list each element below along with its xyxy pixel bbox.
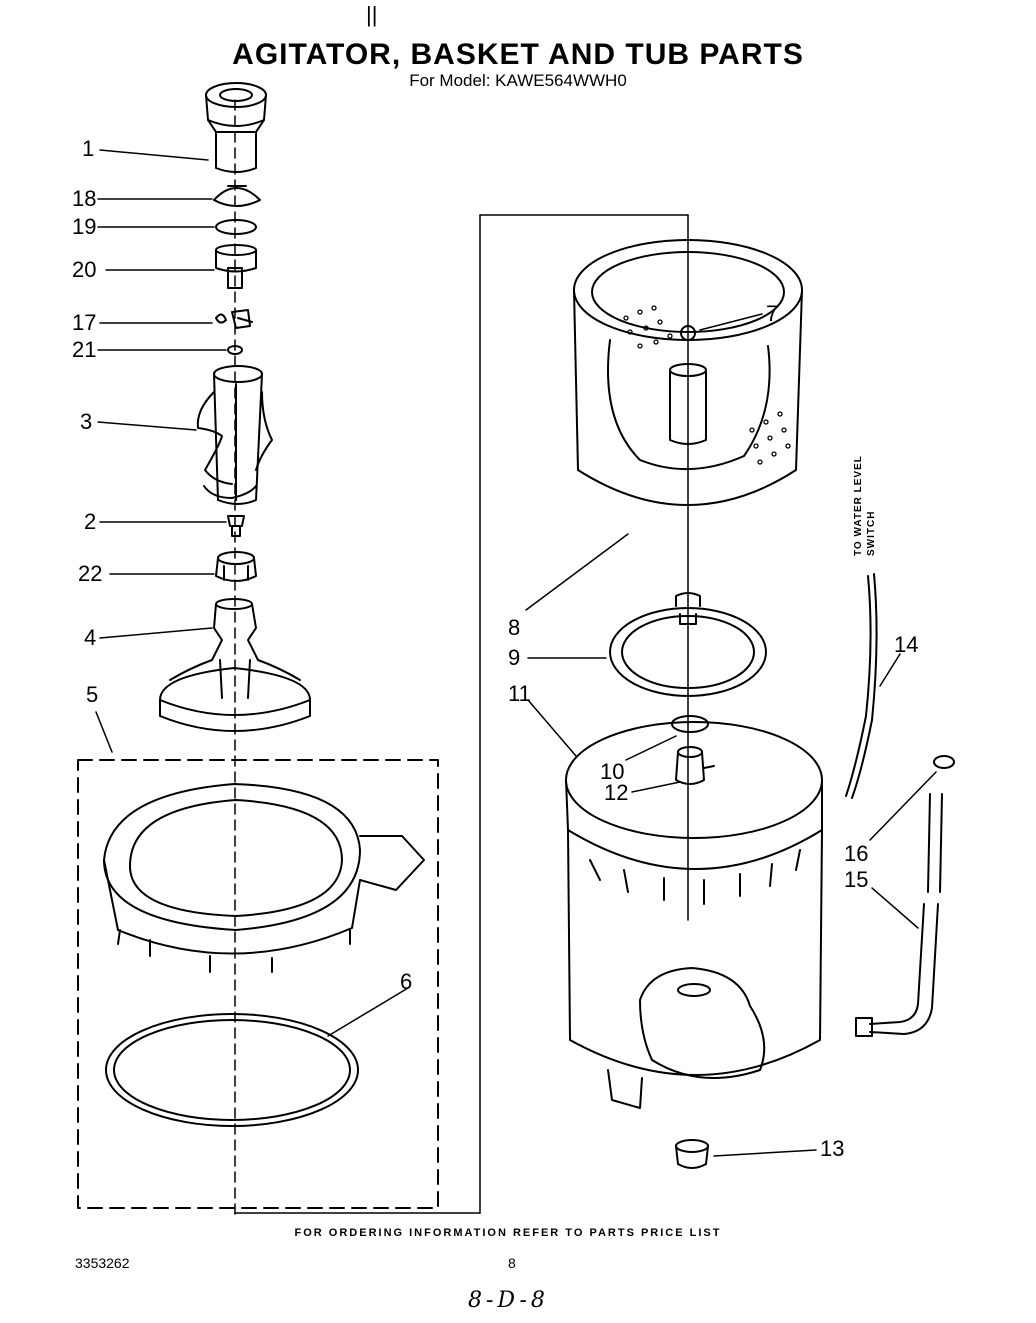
document-number: 3353262 [75,1255,130,1271]
callout-15: 15 [844,867,869,892]
callout-22: 22 [78,561,103,586]
model-subtitle: For Model: KAWE564WWH0 [409,71,627,90]
callout-5: 5 [86,682,99,707]
handwritten-date-note: 8-D-8 [468,1288,549,1313]
callout-16: 16 [844,841,869,866]
part-14-pressure-hose [845,573,878,799]
part-4-agitator-base [159,598,311,732]
part-15-drain-hose [855,793,943,1037]
callout-12: 12 [604,780,629,805]
page-number: 8 [508,1255,516,1271]
part-8-spin-basket [573,239,803,506]
callout-13: 13 [820,1136,845,1161]
callout-20: 20 [72,257,97,282]
callout-17: 17 [72,310,97,335]
callout-6: 6 [400,969,413,994]
part-10-retaining-ring [671,715,709,733]
callout-3: 3 [80,409,93,434]
part-22-drive-block [215,551,257,582]
part-20-cam [215,244,257,289]
part-21-washer [227,345,243,355]
page-title: AGITATOR, BASKET AND TUB PARTS [232,38,804,71]
callout-21: 21 [72,337,97,362]
part-5-tub-ring-group [77,759,439,1209]
part-9-basket-drive-plate [609,592,767,697]
part-1-softener-dispenser [205,82,267,173]
part-2-agitator-bolt [227,515,245,537]
part-11-outer-tub [565,721,823,1109]
ordering-info-note: FOR ORDERING INFORMATION REFER TO PARTS … [294,1227,722,1239]
top-margin-mark: || [366,2,378,27]
callout-2: 2 [84,509,97,534]
callout-9: 9 [508,645,521,670]
side-note-line-2: SWITCH [866,510,877,556]
part-13-drain-fitting [675,1139,709,1169]
callout-11: 11 [508,681,531,706]
callout-1: 1 [82,136,95,161]
callout-14: 14 [894,632,919,657]
part-19-seal-ring [215,219,257,235]
callout-8: 8 [508,615,521,640]
water-level-switch-note: TO WATER LEVEL SWITCH [852,436,882,556]
callout-18: 18 [72,186,97,211]
callout-10: 10 [600,759,625,784]
part-12-spin-seal [675,746,715,785]
part-3-agitator-barrel [196,365,273,505]
leader-lines [95,149,937,1157]
callout-7: 7 [766,301,779,326]
callout-19: 19 [72,214,97,239]
side-note-line-1: TO WATER LEVEL [853,455,864,556]
part-6-tub-gasket [105,1013,359,1127]
assembly-axis-lines [234,99,689,1216]
part-18-agitator-cap [213,185,261,207]
part-16-hose-clamp [933,755,955,769]
callout-4: 4 [84,625,97,650]
part-17-agitator-dogs [215,309,253,329]
